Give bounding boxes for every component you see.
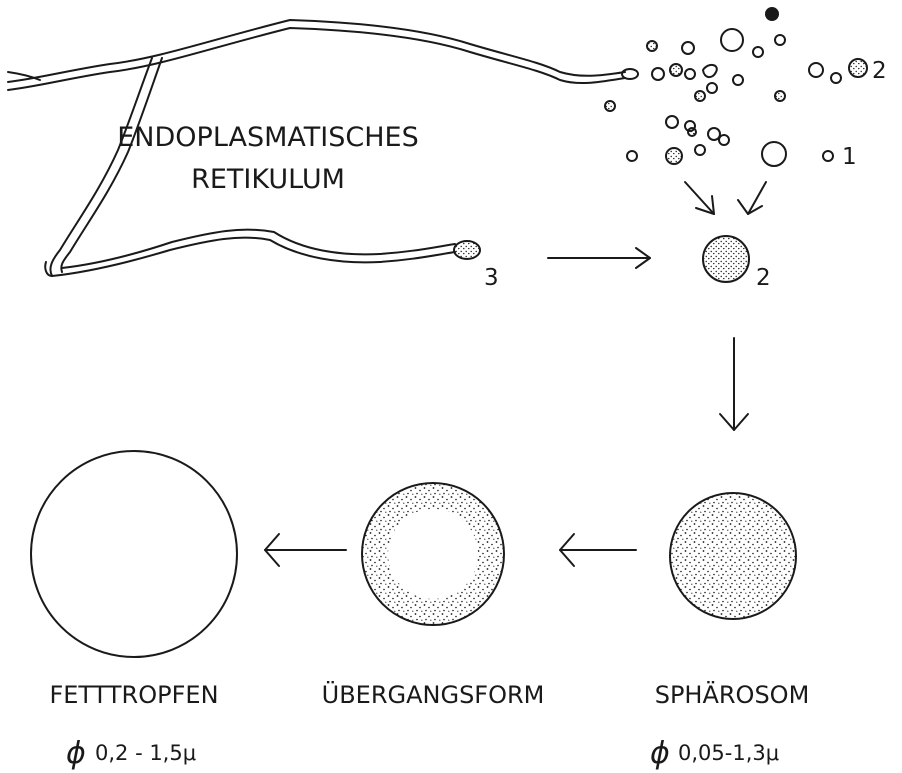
- vesicle-dark: [688, 128, 696, 136]
- arrow-spherosome-to-transition: [560, 534, 636, 566]
- vesicle: [685, 69, 695, 79]
- stage-name-transition-form: ÜBERGANGSFORM: [322, 680, 545, 709]
- diameter-symbol: ϕ: [66, 736, 86, 771]
- arrow-vesicle-to-droplet-left: [685, 182, 714, 214]
- vesicle: [627, 151, 637, 161]
- vesicle-dark: [849, 59, 867, 77]
- transition-form-circle: [362, 483, 504, 625]
- vesicle: [823, 151, 833, 161]
- arrow-transition-to-fat-droplet: [265, 534, 346, 566]
- vesicle: [775, 35, 785, 45]
- diameter-value: 0,2 - 1,5μ: [95, 741, 196, 765]
- vesicle: [762, 142, 786, 166]
- vesicle-dark: [666, 148, 682, 164]
- spherosome-circle: [670, 493, 796, 619]
- arrow-vesicle-to-droplet-right: [738, 182, 766, 214]
- vesicle: [708, 128, 720, 140]
- marker-vesicle-small: 1: [842, 144, 857, 170]
- stage-name-spherosome: SPHÄROSOM: [655, 680, 810, 709]
- vesicle-dark: [605, 101, 615, 111]
- diameter-value: 0,05-1,3μ: [678, 741, 779, 765]
- diameter-spherosome: ϕ 0,05-1,3μ: [650, 736, 779, 771]
- vesicle-dark: [766, 8, 778, 20]
- marker-er-bud: 3: [484, 265, 499, 291]
- vesicle-dark: [695, 91, 705, 101]
- vesicle: [695, 145, 705, 155]
- marker-droplet-stage: 2: [756, 265, 771, 291]
- vesicle: [831, 73, 841, 83]
- er-bud: [454, 241, 480, 259]
- diameter-symbol: ϕ: [650, 736, 670, 771]
- vesicle-cluster: [605, 8, 867, 166]
- vesicle-dark: [647, 41, 657, 51]
- arrow-droplet-to-spherosome: [720, 338, 748, 430]
- vesicle: [753, 47, 763, 57]
- vesicle: [707, 83, 717, 93]
- vesicle-dark: [670, 64, 682, 76]
- vesicle-irregular: [703, 65, 717, 77]
- vesicle: [666, 116, 678, 128]
- vesicle: [682, 42, 694, 54]
- vesicle: [652, 68, 664, 80]
- marker-vesicle-dark: 2: [872, 58, 887, 84]
- forming-droplet: [703, 236, 749, 282]
- fat-droplet-circle: [31, 451, 237, 657]
- er-label-line1: ENDOPLASMATISCHES: [117, 122, 418, 153]
- vesicle: [733, 75, 743, 85]
- diameter-fat-droplet: ϕ 0,2 - 1,5μ: [66, 736, 196, 771]
- arrow-bud-to-droplet: [548, 248, 650, 268]
- stage-name-fat-droplet: FETTTROPFEN: [49, 681, 218, 709]
- vesicle: [719, 135, 729, 145]
- vesicle: [721, 29, 743, 51]
- vesicle: [809, 63, 823, 77]
- er-label-line2: RETIKULUM: [191, 164, 345, 195]
- vesicle-dark: [775, 91, 785, 101]
